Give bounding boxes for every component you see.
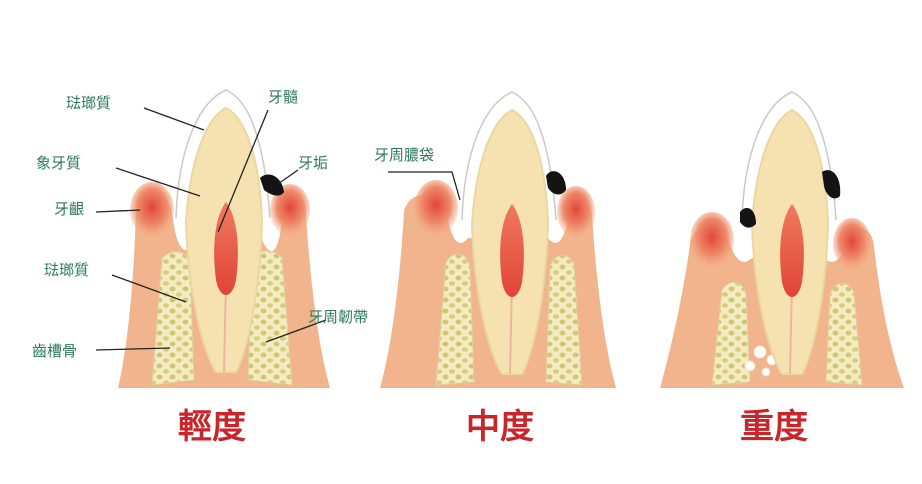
plaque-left	[740, 208, 756, 228]
gum-inflamed-right	[557, 186, 595, 238]
plaque	[546, 171, 566, 195]
label-dentin: 象牙質	[36, 154, 81, 172]
label-enamel: 琺瑯質	[66, 94, 111, 112]
stage-mild	[118, 89, 330, 388]
gum-inflamed-right	[833, 218, 871, 270]
label-ligament: 牙周韌帶	[308, 308, 368, 326]
label-pocket: 牙周膿袋	[374, 146, 434, 164]
alveolar-bone	[711, 281, 863, 386]
stage-title-severe: 重度	[740, 407, 808, 447]
label-gum: 牙齦	[54, 200, 84, 218]
stage-severe	[660, 91, 904, 388]
plaque	[260, 174, 284, 196]
stage-moderate	[380, 91, 616, 388]
gum-inflamed-right	[270, 184, 310, 236]
alveolar-bone	[435, 253, 583, 386]
gum-inflamed-left	[130, 182, 174, 238]
label-cementum: 琺瑯質	[44, 261, 89, 279]
plaque-right	[822, 170, 841, 199]
label-plaque: 牙垢	[298, 154, 328, 172]
gum-inflamed-left	[414, 180, 458, 236]
label-pulp: 牙髓	[268, 88, 298, 106]
stage-title-mild: 輕度	[178, 407, 246, 447]
stage-title-moderate: 中度	[466, 407, 534, 447]
label-alveolar-bone: 齒槽骨	[32, 342, 77, 360]
leader-lines	[95, 107, 461, 351]
gum-inflamed-left	[690, 212, 734, 268]
